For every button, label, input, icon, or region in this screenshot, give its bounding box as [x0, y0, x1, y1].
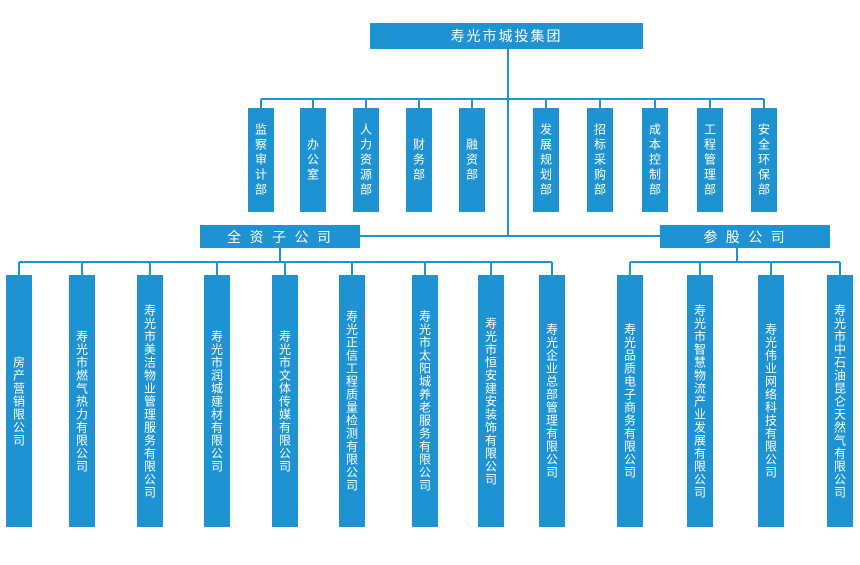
- company-node: 寿光伟业网络科技有限公司: [758, 275, 784, 527]
- wholly-owned-group: 全 资 子 公 司: [200, 225, 360, 248]
- dept-node: 办公室: [300, 108, 326, 212]
- dept-node: 发展规划部: [533, 108, 559, 212]
- company-node: 寿光市中石油昆仑天然气有限公司: [827, 275, 853, 527]
- company-node: 寿光市文体传媒有限公司: [272, 275, 298, 527]
- dept-node: 人力资源部: [353, 108, 379, 212]
- company-node: 寿光市太阳城养老服务有限公司: [412, 275, 438, 527]
- company-node: 寿光市美洁物业管理服务有限公司: [137, 275, 163, 527]
- dept-node: 安全环保部: [751, 108, 777, 212]
- company-node: 寿光市恒安建安装饰有限公司: [478, 275, 504, 527]
- dept-node: 工程管理部: [697, 108, 723, 212]
- company-node: 寿光正信工程质量检测有限公司: [339, 275, 365, 527]
- dept-node: 招标采购部: [587, 108, 613, 212]
- shareholding-group: 参 股 公 司: [660, 225, 830, 248]
- root-node: 寿光市城投集团: [370, 23, 643, 49]
- company-node: 房产营销限公司: [6, 275, 32, 527]
- dept-node: 融资部: [459, 108, 485, 212]
- dept-node: 财务部: [406, 108, 432, 212]
- company-node: 寿光市润城建材有限公司: [204, 275, 230, 527]
- company-node: 寿光企业总部管理有限公司: [539, 275, 565, 527]
- company-node: 寿光市燃气热力有限公司: [69, 275, 95, 527]
- dept-node: 监察审计部: [248, 108, 274, 212]
- company-node: 寿光市智慧物流产业发展有限公司: [687, 275, 713, 527]
- dept-node: 成本控制部: [642, 108, 668, 212]
- company-node: 寿光品质电子商务有限公司: [617, 275, 643, 527]
